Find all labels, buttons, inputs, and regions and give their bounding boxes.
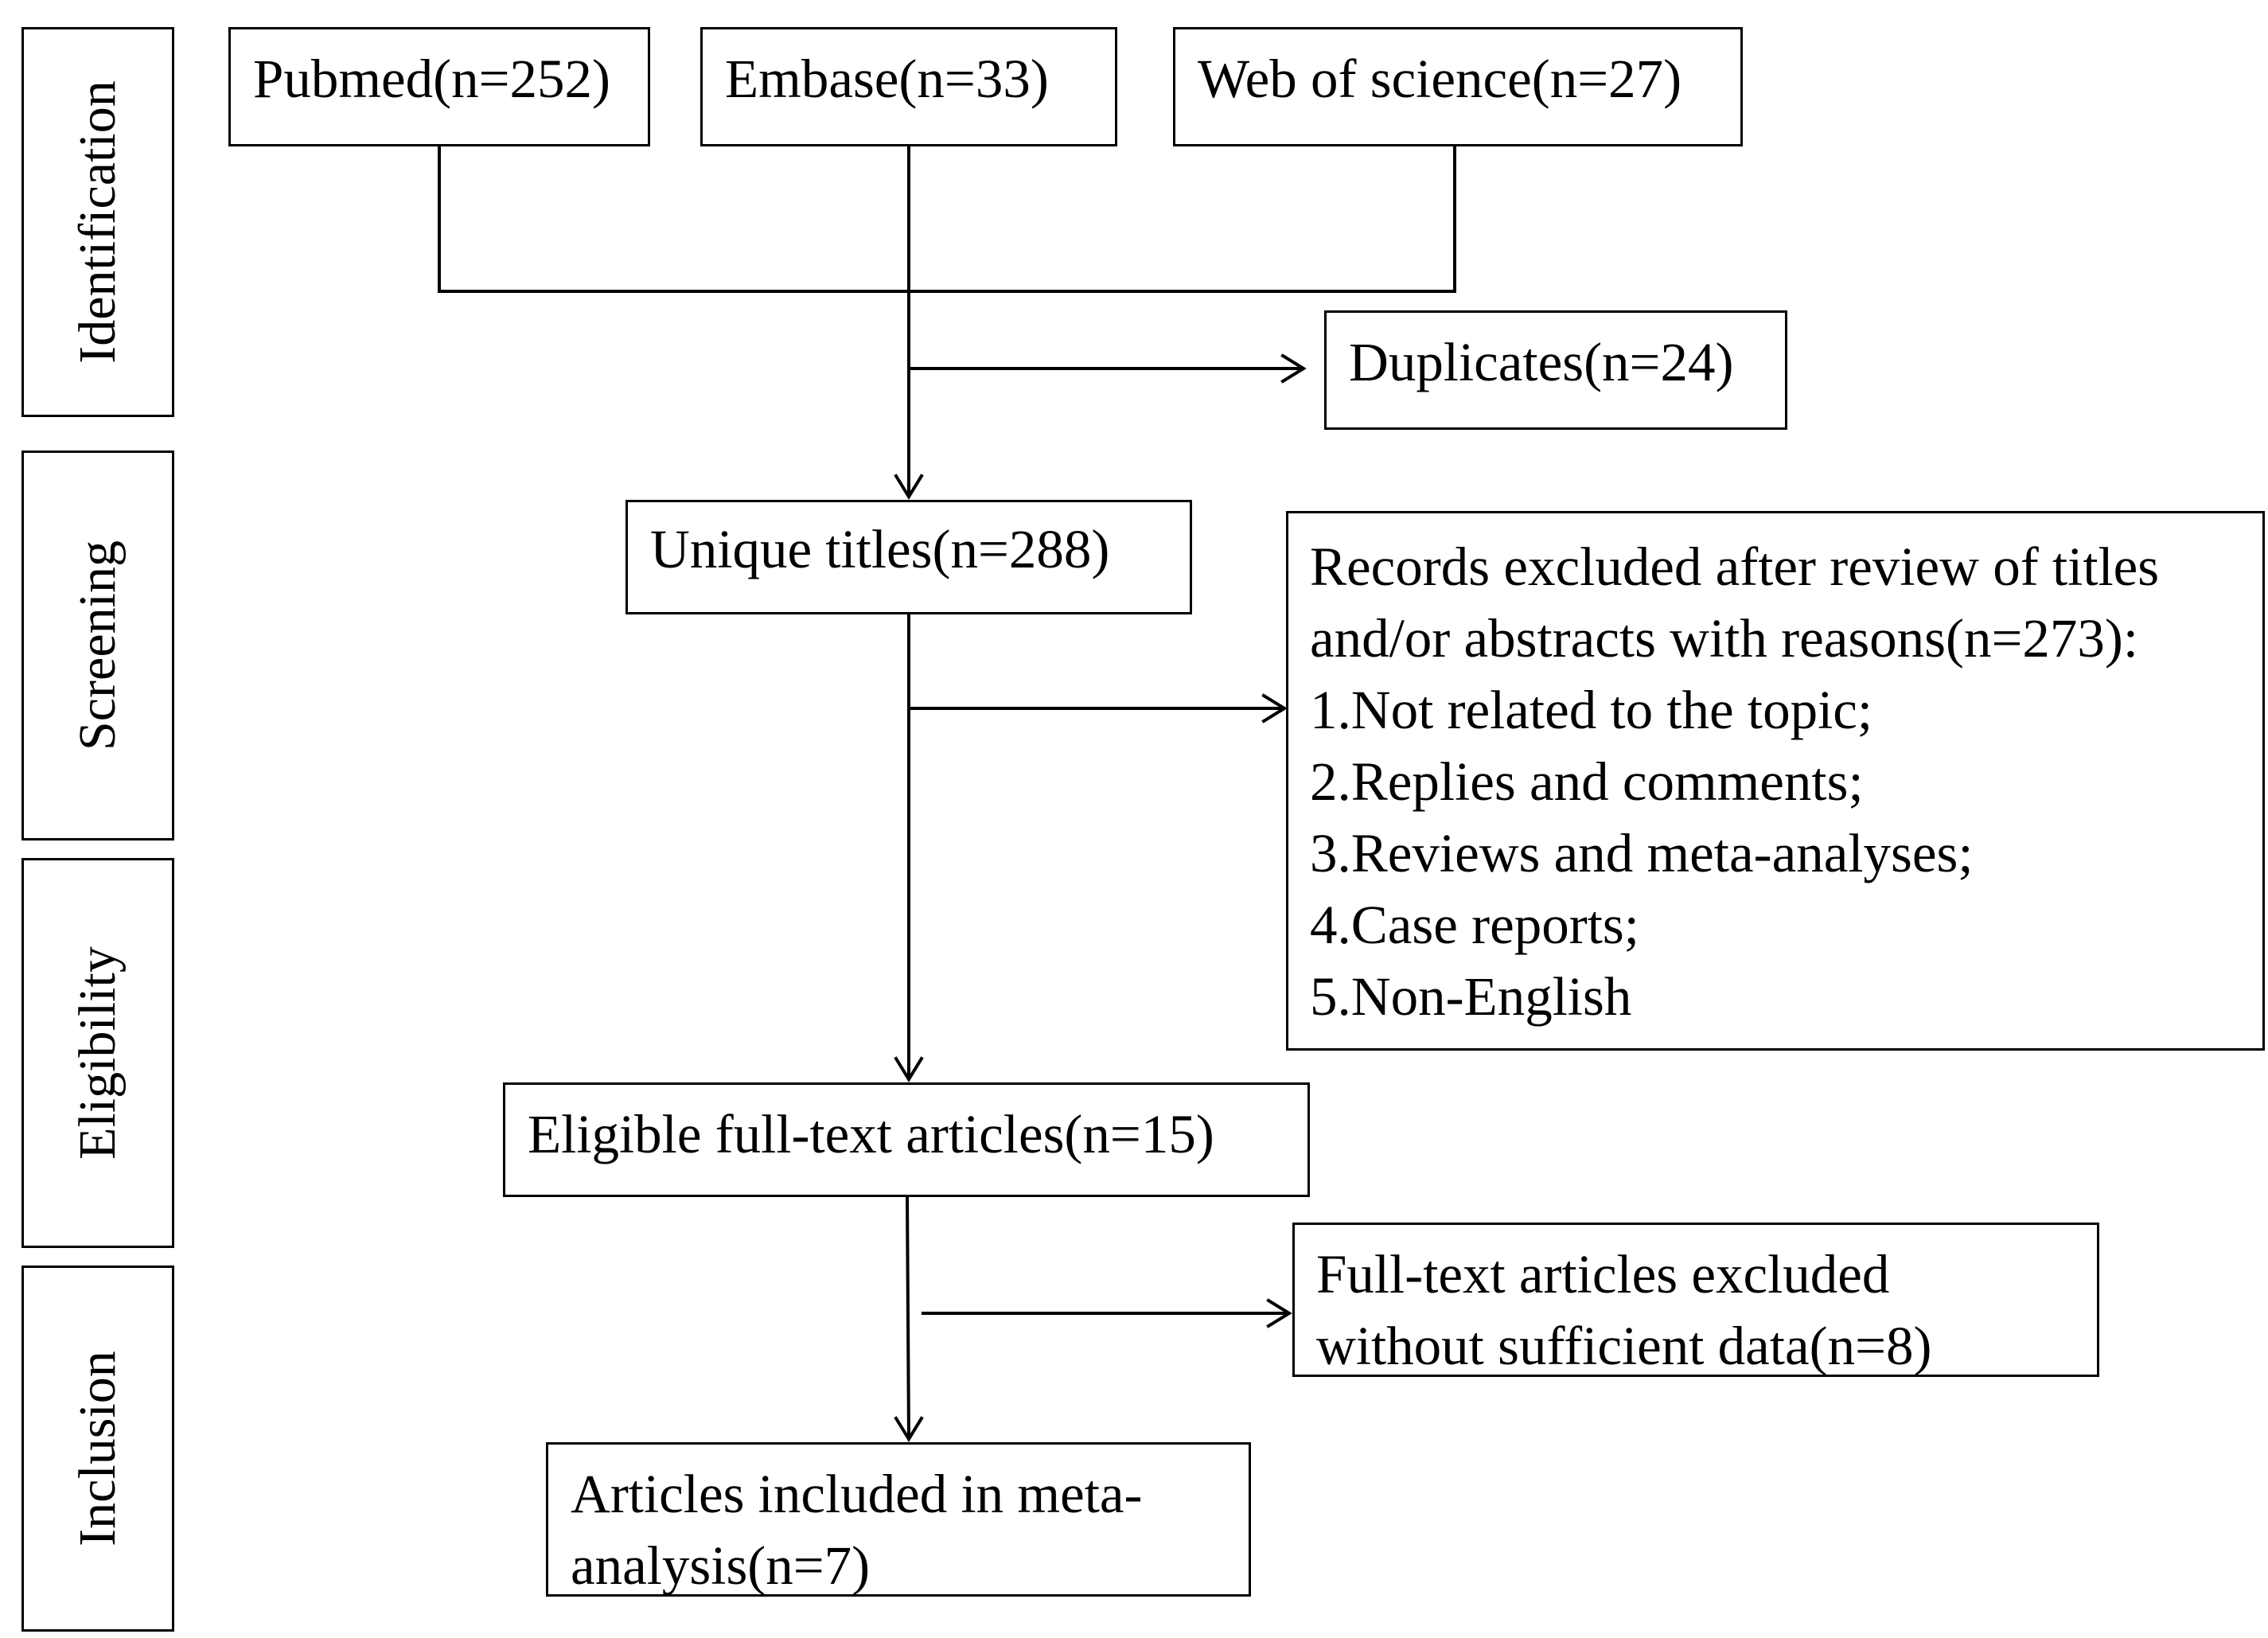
duplicates-label: Duplicates(n=24) — [1349, 332, 1734, 392]
exclusion-reason-1: 1.Not related to the topic; — [1310, 680, 1873, 740]
unique-titles-box — [625, 500, 1192, 614]
trunk-to-included-line — [905, 1195, 911, 1440]
pubmed-label: Pubmed(n=252) — [253, 49, 611, 109]
fulltext-excluded-line1: Full-text articles excluded — [1316, 1244, 1890, 1305]
included-arrowhead — [894, 1416, 924, 1442]
records-excluded-line2: and/or abstracts with reasons(n=273): — [1310, 608, 2139, 669]
eligible-arrowhead — [894, 1056, 924, 1082]
exclusion-reason-2: 2.Replies and comments; — [1310, 751, 1864, 812]
stage-inclusion: Inclusion — [21, 1266, 174, 1632]
exclusion-reason-4: 4.Case reports; — [1310, 895, 1639, 955]
included-articles-line2: analysis(n=7) — [571, 1535, 871, 1596]
unique-arrowhead — [894, 474, 924, 500]
fulltext-excluded-arrowhead — [1266, 1298, 1292, 1328]
included-articles-line1: Articles included in meta- — [571, 1464, 1143, 1524]
included-articles-box — [546, 1442, 1251, 1597]
duplicates-arrowhead — [1280, 353, 1307, 384]
records-excluded-box — [1286, 511, 2265, 1051]
exclusion-reason-5: 5.Non-English — [1310, 966, 1632, 1027]
duplicates-box — [1324, 310, 1787, 430]
pubmed-box — [228, 27, 650, 146]
eligible-articles-label: Eligible full-text articles(n=15) — [528, 1104, 1214, 1164]
embase-label: Embase(n=33) — [725, 49, 1049, 109]
exclusion-reasons-list: 1.Not related to the topic; 2.Replies an… — [1310, 674, 1974, 1032]
records-excluded-arrowhead — [1261, 693, 1288, 723]
stage-eligibility: Eligibility — [21, 858, 174, 1248]
fulltext-excluded-box — [1292, 1223, 2099, 1377]
stage-screening: Screening — [21, 450, 174, 840]
exclusion-reason-3: 3.Reviews and meta-analyses; — [1310, 823, 1974, 883]
unique-titles-label: Unique titles(n=288) — [650, 519, 1110, 579]
records-excluded-line1: Records excluded after review of titles — [1310, 536, 2160, 597]
web-of-science-box — [1173, 27, 1743, 146]
web-of-science-label: Web of science(n=27) — [1198, 49, 1682, 109]
fulltext-excluded-line2: without sufficient data(n=8) — [1316, 1316, 1932, 1376]
stage-identification: Identification — [21, 27, 174, 417]
